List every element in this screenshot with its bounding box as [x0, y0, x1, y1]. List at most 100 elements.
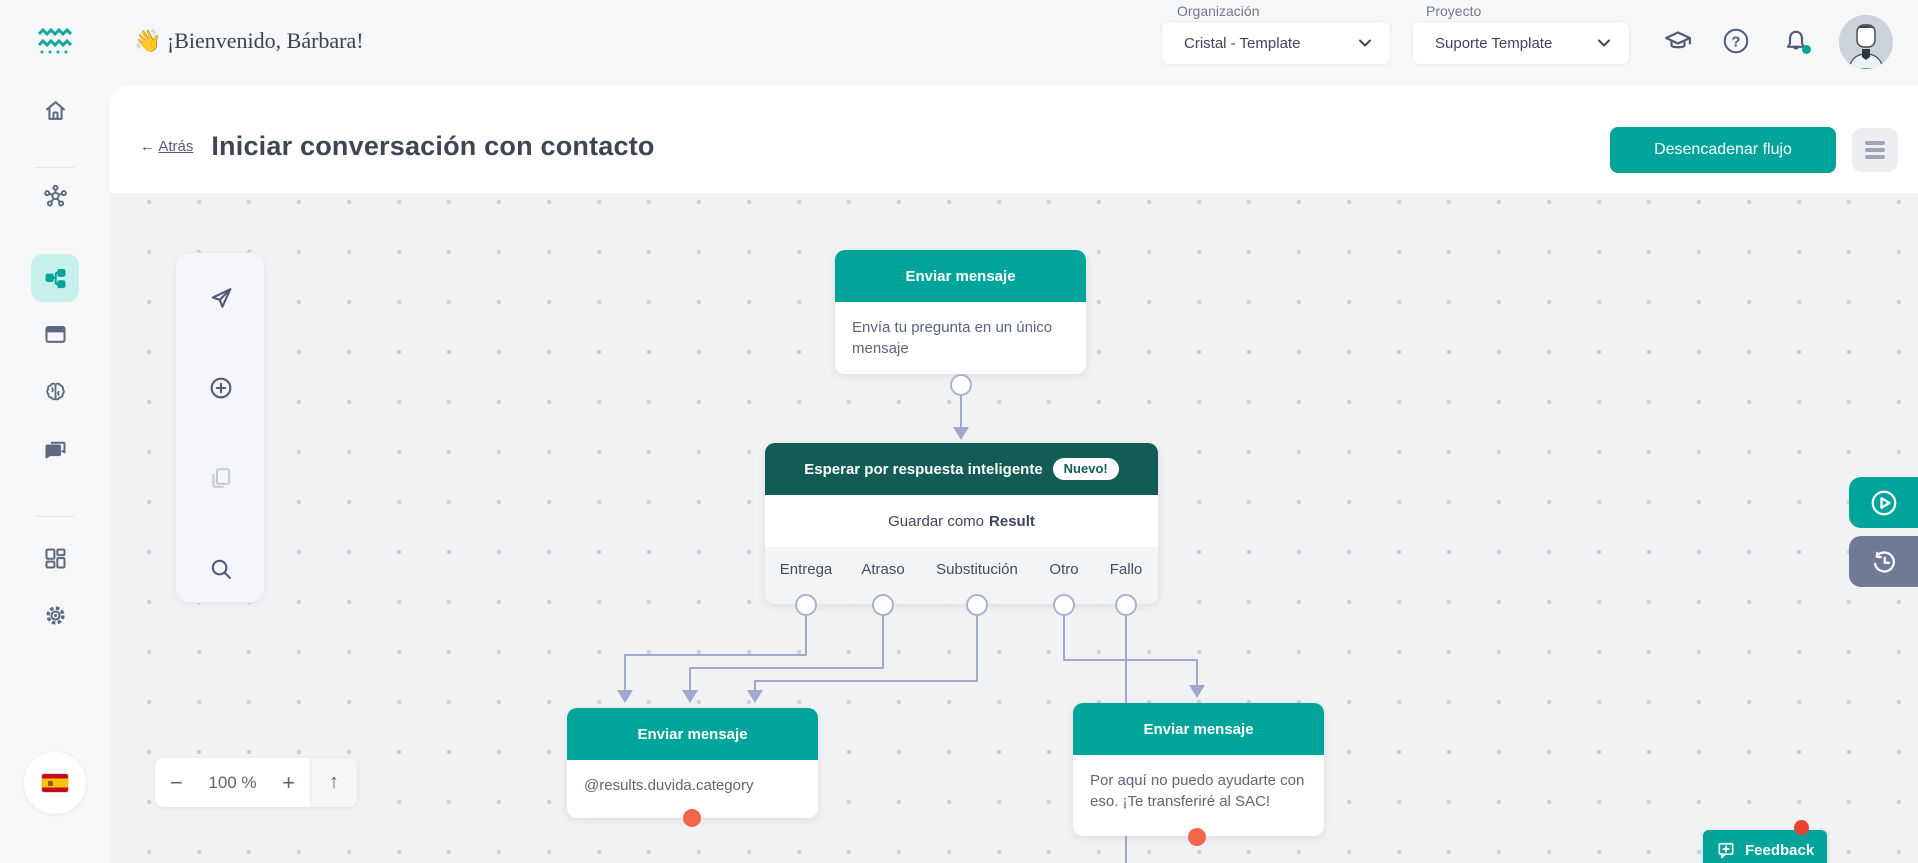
- sidebar-item-settings[interactable]: [31, 591, 79, 639]
- output-port[interactable]: [950, 374, 972, 396]
- notifications-button[interactable]: [1779, 24, 1813, 58]
- feedback-button[interactable]: Feedback: [1703, 830, 1828, 863]
- history-clock-icon: [1873, 550, 1895, 573]
- sidebar-item-integrations[interactable]: [31, 310, 79, 358]
- academy-button[interactable]: [1661, 24, 1695, 58]
- trigger-tool-button[interactable]: [205, 282, 237, 314]
- sidebar-item-chats[interactable]: [31, 425, 79, 473]
- exit-port-entrega[interactable]: [795, 594, 817, 616]
- flow-options-menu-button[interactable]: [1852, 128, 1898, 172]
- sidebar-item-dashboard[interactable]: [31, 534, 79, 582]
- exit-label-entrega: Entrega: [779, 561, 833, 578]
- play-circle-icon: [1871, 490, 1896, 515]
- node-send-message-category[interactable]: Enviar mensaje @results.duvida.category: [567, 708, 818, 818]
- flow-history-button[interactable]: [1849, 536, 1918, 587]
- help-button[interactable]: ?: [1719, 24, 1753, 58]
- graduation-cap-icon: [1665, 31, 1691, 49]
- chevron-down-icon: [1598, 39, 1610, 47]
- node-header: Esperar por respuesta inteligente: [804, 460, 1043, 478]
- brain-icon: [45, 382, 65, 400]
- sidebar: [0, 0, 110, 863]
- search-nodes-button[interactable]: [205, 553, 237, 585]
- sidebar-divider: [35, 167, 75, 168]
- sidebar-item-intelligence[interactable]: [31, 368, 79, 416]
- search-icon: [211, 559, 231, 579]
- home-icon: [45, 100, 65, 120]
- svg-text:?: ?: [1731, 34, 1740, 51]
- zoom-controls: − 100 % + ↑: [155, 758, 357, 807]
- exit-port-atraso[interactable]: [872, 594, 894, 616]
- exit-label-fallo: Fallo: [1109, 561, 1143, 578]
- avatar-illustration: [1839, 15, 1893, 69]
- run-flow-button[interactable]: [1849, 477, 1918, 528]
- exit-label-atraso: Atraso: [861, 561, 905, 578]
- zoom-out-button[interactable]: −: [170, 769, 183, 795]
- exit-label-substitucion: Substitución: [936, 561, 1018, 578]
- sidebar-item-flows[interactable]: [31, 254, 79, 302]
- project-label: Proyecto: [1426, 3, 1482, 19]
- zoom-in-button[interactable]: +: [282, 769, 295, 795]
- exit-label-otro: Otro: [1049, 561, 1079, 578]
- trigger-flow-button[interactable]: Desencadenar flujo: [1610, 127, 1836, 173]
- chevron-down-icon: [1359, 39, 1371, 47]
- node-send-message-question[interactable]: Enviar mensaje Envía tu pregunta en un ú…: [835, 250, 1086, 374]
- back-label: Atrás: [158, 137, 194, 155]
- flow-canvas[interactable]: Enviar mensaje Envía tu pregunta en un ú…: [110, 193, 1918, 863]
- sidebar-item-home[interactable]: [31, 86, 79, 134]
- collapse-toolbar-button[interactable]: ↑: [310, 758, 357, 807]
- node-header: Enviar mensaje: [567, 708, 818, 760]
- node-body-text: @results.duvida.category: [567, 760, 818, 818]
- zoom-level: 100 %: [208, 772, 257, 792]
- node-header: Enviar mensaje: [835, 250, 1086, 302]
- node-body-text: Envía tu pregunta en un único mensaje: [835, 302, 1086, 374]
- sidebar-item-studio[interactable]: [31, 172, 79, 220]
- weni-logo-icon[interactable]: [37, 26, 73, 56]
- node-wait-smart-response[interactable]: Esperar por respuesta inteligente Nuevo!…: [765, 443, 1158, 604]
- welcome-message: 👋 ¡Bienvenido, Bárbara!: [134, 28, 364, 53]
- page-header: ← Atrás Iniciar conversación con contact…: [110, 86, 1918, 193]
- project-select[interactable]: Suporte Template: [1412, 21, 1630, 65]
- canvas-toolbar: [175, 252, 265, 603]
- send-plane-icon: [211, 288, 232, 308]
- result-name: Result: [989, 512, 1035, 530]
- back-link[interactable]: ← Atrás: [140, 138, 193, 155]
- organization-label: Organización: [1177, 3, 1260, 19]
- bell-icon: [1786, 30, 1806, 50]
- sidebar-divider: [35, 516, 75, 517]
- chat-icon: [44, 441, 66, 458]
- notification-dot: [1802, 45, 1811, 54]
- page-title: Iniciar conversación con contacto: [211, 130, 655, 161]
- window-icon: [44, 325, 66, 343]
- organization-select[interactable]: Cristal - Template: [1161, 21, 1391, 65]
- dashboard-grid-icon: [44, 547, 66, 569]
- new-badge: Nuevo!: [1052, 458, 1119, 480]
- plus-circle-icon: [210, 377, 232, 399]
- language-selector[interactable]: [24, 752, 86, 814]
- spain-flag-icon: [42, 774, 68, 792]
- user-avatar[interactable]: [1839, 15, 1893, 69]
- exit-port-otro[interactable]: [1053, 594, 1075, 616]
- node-header: Enviar mensaje: [1073, 703, 1324, 755]
- feedback-label: Feedback: [1745, 841, 1815, 859]
- gear-icon: [45, 605, 65, 625]
- copy-icon: [212, 468, 231, 488]
- copy-node-button[interactable]: [205, 462, 237, 494]
- exit-port-fallo[interactable]: [1115, 594, 1137, 616]
- add-node-button[interactable]: [205, 372, 237, 404]
- organization-value: Cristal - Template: [1184, 34, 1301, 52]
- help-icon: ?: [1723, 28, 1749, 54]
- hub-network-icon: [43, 184, 67, 206]
- unconnected-exit-port[interactable]: [683, 809, 701, 827]
- feedback-notification-dot: [1794, 820, 1809, 835]
- feedback-bubble-plus-icon: [1718, 842, 1734, 859]
- node-body-text: Por aquí no puedo ayudarte con eso. ¡Te …: [1073, 755, 1324, 836]
- exit-port-substitucion[interactable]: [966, 594, 988, 616]
- back-arrow-icon: ←: [140, 137, 155, 155]
- flows-icon: [44, 268, 66, 288]
- category-exits-row: Entrega Atraso Substitución Otro Fallo: [765, 547, 1158, 604]
- project-value: Suporte Template: [1435, 34, 1553, 52]
- node-send-message-transfer[interactable]: Enviar mensaje Por aquí no puedo ayudart…: [1073, 703, 1324, 836]
- hamburger-icon: [1865, 141, 1885, 145]
- unconnected-exit-port[interactable]: [1188, 828, 1206, 846]
